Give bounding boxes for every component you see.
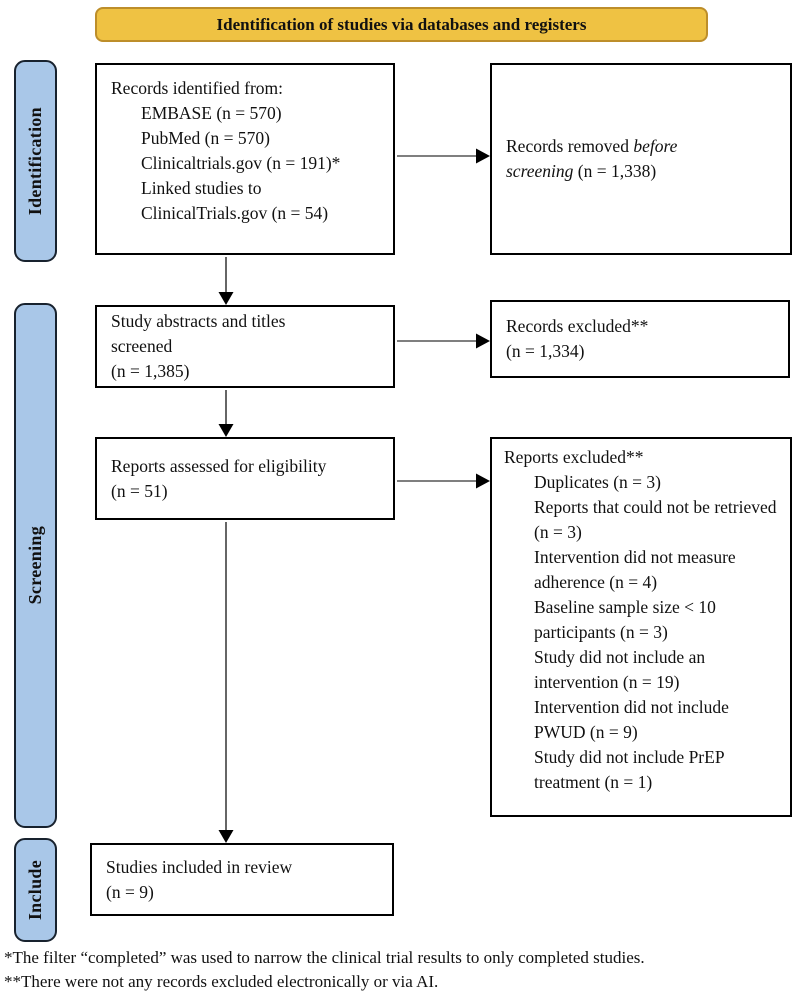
arrowhead-screened-to-excluded <box>476 333 490 349</box>
records-identified-box: Records identified from: EMBASE (n = 570… <box>95 63 395 255</box>
list-item: *The filter “completed” was used to narr… <box>4 948 645 967</box>
records-removed-italic: before screening <box>506 136 678 181</box>
studies-included-text: Studies included in review (n = 9) <box>92 855 292 905</box>
records-removed-box: Records removed before screening (n = 1,… <box>490 63 792 255</box>
studies-included-count: (n = 9) <box>106 881 154 902</box>
list-item: Study did not include PrEP treatment (n … <box>534 747 724 792</box>
banner-title-text: Identification of studies via databases … <box>216 14 587 34</box>
studies-included-box: Studies included in review (n = 9) <box>90 843 394 916</box>
arrowhead-screened-to-assessed <box>218 424 234 437</box>
banner-title: Identification of studies via databases … <box>95 7 708 42</box>
reports-assessed-text: Reports assessed for eligibility (n = 51… <box>97 454 326 504</box>
abstracts-screened-count: (n = 1,385) <box>111 361 190 381</box>
arrowhead-assessed-to-included <box>218 830 234 843</box>
stage-include: Include <box>14 838 57 942</box>
reports-assessed-count: (n = 51) <box>111 480 168 501</box>
list-item: ClinicalTrials.gov (n = 54) <box>141 203 329 223</box>
reports-assessed-box: Reports assessed for eligibility (n = 51… <box>95 437 395 520</box>
arrowhead-assessed-to-reports-excluded <box>476 473 490 489</box>
stage-identification: Identification <box>14 60 57 262</box>
list-item: Intervention did not measure adherence (… <box>534 547 736 592</box>
list-item: EMBASE (n = 570) <box>141 103 282 123</box>
list-item: Reports that could not be retrieved (n =… <box>534 497 777 542</box>
list-item: Baseline sample size < 10 participants (… <box>534 597 716 642</box>
footnotes: *The filter “completed” was used to narr… <box>4 946 799 994</box>
records-excluded-box: Records excluded** (n = 1,334) <box>490 300 790 378</box>
stage-identification-label: Identification <box>25 106 45 216</box>
list-item: **There were not any records excluded el… <box>4 972 439 991</box>
arrowhead-identified-to-removed <box>476 148 490 164</box>
records-excluded-count: (n = 1,334) <box>506 341 585 361</box>
studies-included-main: Studies included in review <box>106 856 293 877</box>
reports-assessed-main: Reports assessed for eligibility <box>111 455 327 476</box>
list-item: PubMed (n = 570) <box>141 128 270 148</box>
records-excluded-main: Records excluded** <box>506 316 649 336</box>
records-removed-text: Records removed before screening (n = 1,… <box>492 134 738 184</box>
stage-screening: Screening <box>14 303 57 828</box>
records-identified-items: EMBASE (n = 570) PubMed (n = 570) Clinical… <box>111 101 387 226</box>
abstracts-screened-text: Study abstracts and titles screened (n =… <box>97 309 343 384</box>
arrowhead-identified-to-screened <box>218 292 234 305</box>
stage-include-label: Include <box>25 859 45 921</box>
records-identified-heading: Records identified from: <box>111 78 284 98</box>
abstracts-screened-box: Study abstracts and titles screened (n =… <box>95 305 395 388</box>
reports-excluded-items: Duplicates (n = 3) Reports that could not… <box>504 470 784 795</box>
reports-excluded-heading: Reports excluded** <box>504 447 644 467</box>
list-item: Linked studies to <box>141 178 262 198</box>
list-item: Intervention did not include PWUD (n = 9… <box>534 697 729 742</box>
abstracts-screened-main: Study abstracts and titles screened <box>111 311 286 356</box>
list-item: Study did not include an intervention (n… <box>534 647 706 692</box>
records-excluded-text: Records excluded** (n = 1,334) <box>492 314 648 364</box>
reports-excluded-box: Reports excluded** Duplicates (n = 3) Rep… <box>490 437 792 817</box>
records-removed-suffix: (n = 1,338) <box>573 161 657 181</box>
list-item: Clinicaltrials.gov (n = 191)* <box>141 153 341 173</box>
stage-screening-label: Screening <box>25 526 45 605</box>
records-removed-prefix: Records removed <box>506 136 634 156</box>
list-item: Duplicates (n = 3) <box>534 472 661 492</box>
